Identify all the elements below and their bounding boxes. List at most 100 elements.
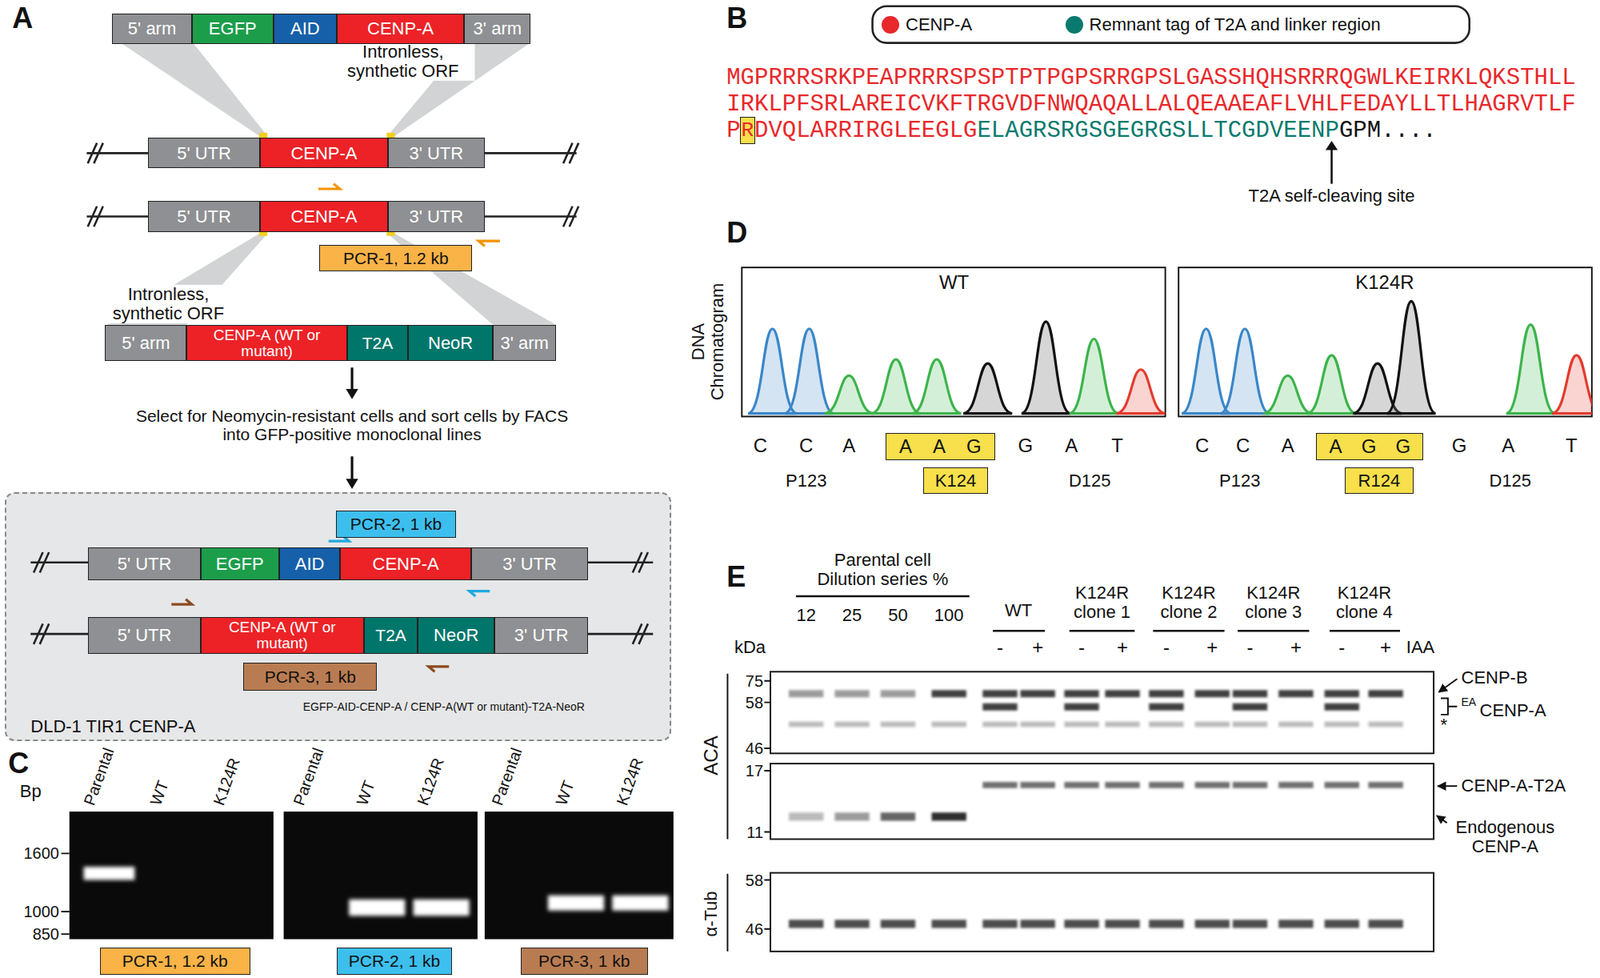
- blot-band: [880, 812, 916, 820]
- label-text: K124R clone 4: [1322, 582, 1407, 621]
- label-text: C: [1236, 435, 1250, 456]
- label-text: -: [996, 636, 1004, 657]
- label-text: CENP-B: [1461, 668, 1528, 688]
- construct-segment-box: EGFP: [200, 547, 280, 580]
- peak-a: [1069, 339, 1119, 414]
- box-text: EGFP: [208, 19, 257, 38]
- label-text: A: [1281, 435, 1295, 456]
- codon-box: AGG: [1316, 432, 1424, 460]
- codon-box: K124: [923, 467, 988, 494]
- box-text: CENP-A (WT or mutant): [204, 619, 361, 652]
- construct-segment-box: 5' UTR: [88, 616, 200, 654]
- label-text: 850: [32, 924, 60, 943]
- construct-segment-box: CENP-A (WT or mutant): [186, 324, 347, 362]
- box-text: CENP-A (WT or mutant): [189, 327, 344, 360]
- label-text: T: [1565, 435, 1578, 456]
- pcr-product-box: PCR-3, 1 kb: [520, 947, 648, 975]
- sequence-text: MGPRRRSRKPEAPRRRSPSPTPTPGPSRRGPSLGASSHQH…: [726, 65, 1576, 89]
- label-text: 11: [746, 823, 764, 841]
- chromatogram-peaks: [748, 321, 1166, 414]
- box-text: K124: [935, 471, 976, 490]
- blot-band: [982, 781, 1404, 788]
- lane-label: Parental: [289, 744, 327, 808]
- box-text: 3' UTR: [408, 207, 464, 226]
- label-text: Parental cell Dilution series %: [802, 550, 963, 589]
- box-text: 5' UTR: [176, 207, 232, 226]
- box-text: A: [932, 436, 946, 456]
- label-text: K124R: [1355, 272, 1414, 293]
- construct-segment-box: 5' UTR: [148, 137, 260, 168]
- lane-label: Parental: [488, 744, 526, 808]
- label-text: A: [842, 435, 856, 456]
- label-text: D125: [1489, 471, 1532, 491]
- peak-a: [871, 359, 920, 414]
- blot-band: [788, 689, 916, 697]
- label-text: T2A self-cleaving site: [1248, 186, 1416, 206]
- label-text: +: [1380, 636, 1392, 657]
- axis-label: DNA Chromatogram: [688, 281, 728, 402]
- peak-a: [1307, 355, 1356, 414]
- peak-a: [1263, 375, 1312, 413]
- box-text: 3' arm: [500, 333, 548, 352]
- peak-a: [824, 375, 874, 413]
- construct-segment-box: 5' UTR: [88, 547, 200, 580]
- peak-c: [1220, 328, 1270, 414]
- box-text: NeoR: [428, 333, 473, 352]
- construct-segment-box: 3' UTR: [388, 200, 485, 232]
- label-text: K124R clone 2: [1147, 582, 1232, 621]
- pcr-product-box: PCR-2, 1 kb: [336, 510, 456, 537]
- homology-wedges: [107, 44, 556, 325]
- label-text: +: [1290, 636, 1302, 657]
- label-text: 46: [745, 920, 764, 938]
- label-text: Intronless, synthetic ORF: [96, 284, 240, 324]
- lane-label: Parental: [80, 744, 118, 808]
- box-text: A: [1328, 436, 1342, 456]
- box-text: PCR-2, 1 kb: [350, 515, 442, 533]
- construct-segment-box: AID: [273, 13, 337, 44]
- label-text: 1600: [24, 844, 60, 862]
- size-tick: [61, 852, 70, 934]
- label-text: -: [1078, 636, 1085, 657]
- blot-bands: [788, 689, 1404, 928]
- mw-tick: [764, 680, 771, 929]
- blot-band: [932, 689, 1404, 697]
- peak-a: [1506, 324, 1556, 414]
- pcr-product-box: PCR-2, 1 kb: [336, 947, 452, 975]
- pcr-product-box: PCR-1, 1.2 kb: [100, 947, 251, 975]
- box-text: 5' arm: [128, 19, 176, 38]
- legend-swatch: [1065, 16, 1084, 34]
- construct-segment-box: 3' UTR: [494, 616, 588, 654]
- box-text: T2A: [362, 334, 394, 352]
- construct-segment-box: CENP-A: [260, 200, 388, 232]
- construct-segment-box: 3' UTR: [471, 547, 589, 580]
- label-text: A: [1064, 435, 1078, 456]
- box-text: A: [899, 436, 912, 456]
- blot-band: [788, 919, 1404, 928]
- label-text: +: [1032, 636, 1044, 657]
- label-text: CENP-A-T2A: [1461, 776, 1567, 796]
- label-text: -: [1338, 636, 1345, 657]
- box-text: 3' UTR: [502, 554, 557, 573]
- box-text: PCR-3, 1 kb: [538, 952, 630, 970]
- box-text: 5' UTR: [117, 625, 172, 644]
- construct-segment-box: 3' UTR: [388, 137, 485, 168]
- label-text: +: [1116, 636, 1128, 657]
- box-text: AID: [295, 554, 325, 573]
- cell-line-panel: EGFP-AID-CENP-A / CENP-A(WT or mutant)-T…: [4, 492, 672, 741]
- legend-text: CENP-A: [905, 14, 972, 36]
- label-text: 25: [842, 605, 862, 625]
- cleavage-arrow: [1330, 148, 1333, 184]
- peak-c: [748, 328, 797, 414]
- codon-box: AAG: [885, 432, 996, 460]
- lane-label: WT: [146, 777, 172, 808]
- label-text: G: [1452, 435, 1468, 456]
- chromatogram-peaks: [1181, 300, 1592, 413]
- label-text: C: [1195, 435, 1209, 456]
- legend-swatch: [881, 16, 900, 34]
- band-pointer: [1438, 678, 1457, 692]
- construct-segment-box: NeoR: [417, 616, 495, 654]
- label-text: -: [1247, 636, 1254, 657]
- sequence-text: GPM....: [1339, 119, 1437, 143]
- box-text: G: [1361, 436, 1377, 456]
- label-text: +: [1206, 636, 1218, 657]
